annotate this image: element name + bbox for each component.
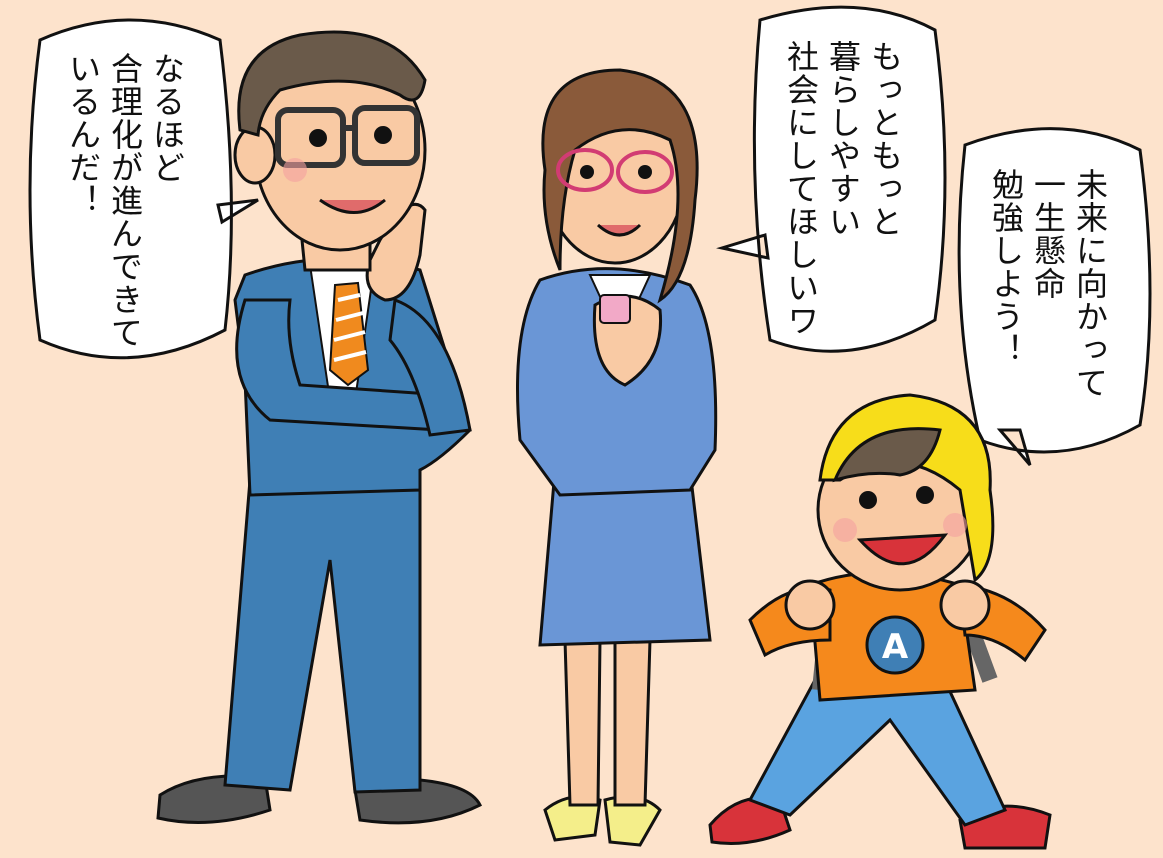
man-figure: [156, 30, 483, 825]
man-speech-text: なるほど 合理化が進んできて いるんだ！: [62, 52, 188, 352]
speech-bubble-boy: [957, 127, 1152, 466]
speech-bubble-woman: [716, 5, 947, 353]
boy-speech-text: 未来に向かって 一生懸命 勉強しよう！: [985, 168, 1111, 438]
man-glasses: [275, 107, 346, 168]
man-speech-line-1: なるほど: [148, 52, 186, 184]
boy-jeans: [747, 668, 1008, 827]
woman-hair: [541, 68, 699, 304]
woman-figure: [516, 68, 718, 847]
boy-fist-right: [939, 579, 991, 631]
boy-speech-line-1: 未来に向かって: [1071, 168, 1109, 399]
man-trousers: [223, 468, 422, 794]
man-speech-line-3: いるんだ！: [64, 52, 102, 217]
boy-shoe-left: [708, 796, 792, 845]
woman-glasses: [556, 148, 614, 192]
speech-bubble-man: [28, 18, 259, 360]
boy-speech-line-3: 勉強しよう！: [987, 168, 1025, 366]
woman-speech-line-3: 社会にしてほしいワ: [782, 40, 820, 337]
boy-badge-letter: A: [882, 627, 909, 667]
woman-speech-line-2: 暮らしやすい: [824, 40, 862, 238]
woman-speech-text: もっともっと 暮らしやすい 社会にしてほしいワ: [780, 40, 906, 350]
boy-badge: [865, 615, 925, 675]
man-speech-line-2: 合理化が進んできて: [106, 52, 144, 349]
boy-fist-left: [784, 579, 836, 631]
woman-speech-line-1: もっともっと: [866, 40, 904, 238]
boy-figure: A: [708, 393, 1052, 850]
boy-hair: [832, 427, 942, 483]
man-hair: [237, 30, 427, 137]
boy-speech-line-2: 一生懸命: [1029, 168, 1067, 300]
